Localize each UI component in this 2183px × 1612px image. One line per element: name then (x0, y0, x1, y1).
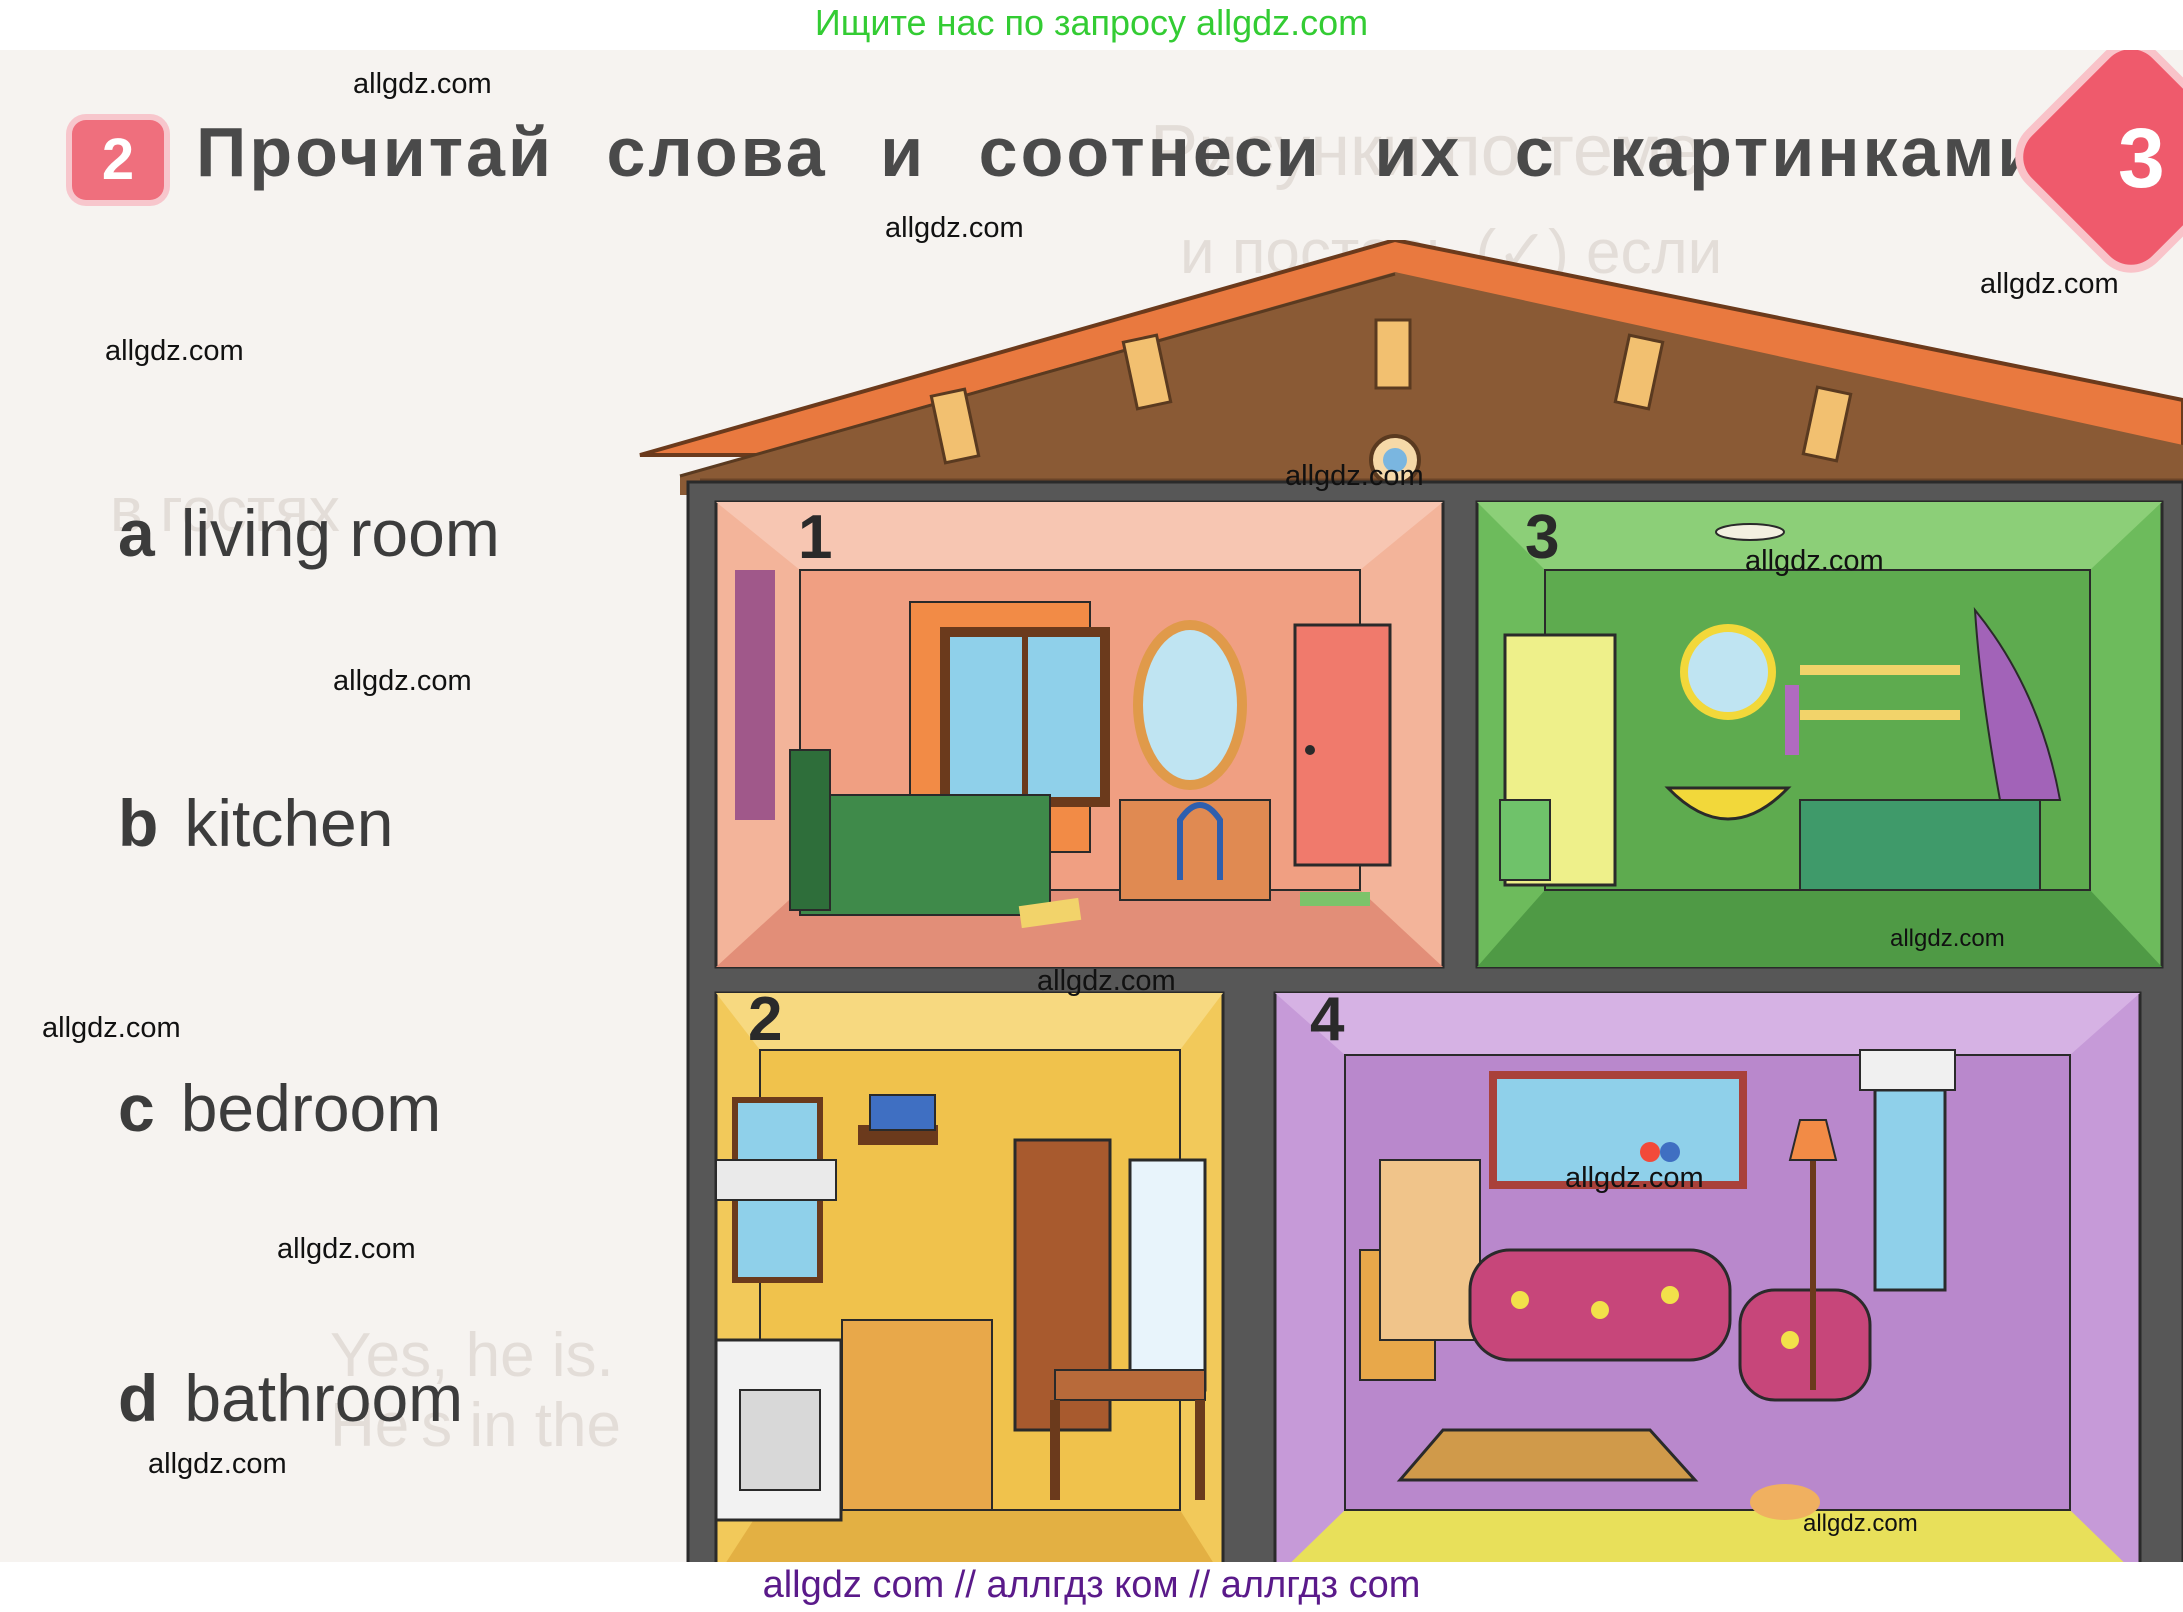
word-item-d: d bathroom (118, 1360, 463, 1436)
roof (639, 240, 2183, 495)
show-through-text: в гостях (110, 476, 340, 545)
room-1-bedroom (714, 500, 1445, 969)
watermark: allgdz.com (42, 1012, 181, 1044)
word-item-a: a living room (118, 495, 500, 571)
word-text: bedroom (180, 1071, 442, 1145)
show-through-text: Yes, he is. (330, 1321, 614, 1390)
word-text: living room (180, 496, 500, 570)
word-text: bathroom (184, 1361, 464, 1435)
house-illustration: 1 3 (639, 240, 2183, 1562)
watermark: allgdz.com (1745, 545, 1884, 577)
watermark: allgdz.com (1285, 460, 1424, 492)
watermark: allgdz.com (1037, 965, 1176, 997)
room-number: 3 (1525, 503, 1559, 572)
watermark: allgdz.com (353, 68, 492, 100)
show-through-text: He's in the (330, 1391, 621, 1460)
room-3-bathroom (1475, 500, 2164, 969)
watermark: allgdz.com (1890, 925, 2005, 952)
watermark: allgdz.com (148, 1448, 287, 1480)
room-number: 4 (1310, 985, 1345, 1054)
watermark: allgdz.com (105, 335, 244, 367)
top-banner: Ищите нас по запросу allgdz.com (0, 0, 2183, 50)
word-letter: b (118, 786, 159, 860)
room-number: 1 (798, 503, 832, 572)
watermark: allgdz.com (1803, 1510, 1918, 1537)
room-4-living-room (1273, 991, 2142, 1562)
word-letter: a (118, 496, 155, 570)
task-instruction: Прочитай слова и соотнеси их с картинкам… (196, 113, 2066, 191)
word-item-c: c bedroom (118, 1070, 441, 1146)
watermark: allgdz.com (1980, 268, 2119, 300)
word-item-b: b kitchen (118, 785, 393, 861)
word-letter: c (118, 1071, 155, 1145)
watermark: allgdz.com (277, 1233, 416, 1265)
page-number: 3 (2118, 111, 2165, 205)
word-letter: d (118, 1361, 159, 1435)
watermark: allgdz.com (885, 212, 1024, 244)
word-text: kitchen (184, 786, 394, 860)
watermark: allgdz.com (333, 665, 472, 697)
watermark: allgdz.com (1565, 1162, 1704, 1194)
room-number: 2 (748, 985, 782, 1054)
show-through-text: Рисунки по теме (1150, 111, 1703, 191)
bottom-banner: allgdz com // аллгдз ком // аллгдз com (0, 1562, 2183, 1612)
room-2-kitchen (714, 991, 1225, 1562)
task-number-badge: 2 (72, 120, 164, 200)
textbook-page: Рисунки по теме и поставь (✓) если или (… (0, 50, 2183, 1562)
